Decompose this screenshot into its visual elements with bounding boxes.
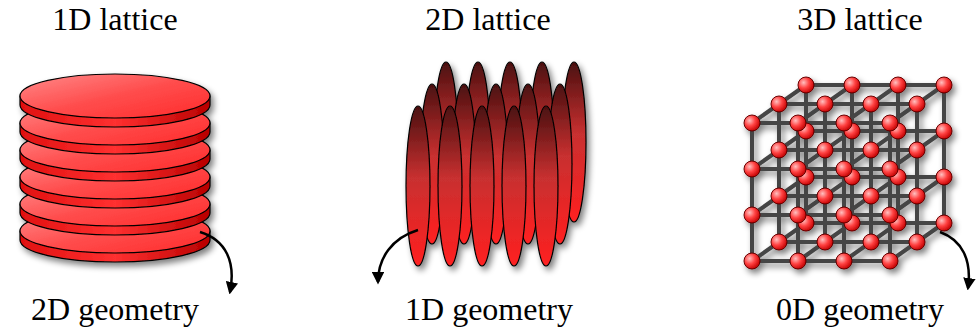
lattice-site	[863, 96, 879, 112]
lattice-site	[790, 207, 806, 223]
lattice-site	[836, 253, 852, 269]
tube	[502, 106, 526, 266]
lattice-site	[863, 234, 879, 250]
caption-label: 1D geometry	[405, 293, 573, 325]
lattice-site	[882, 115, 898, 131]
lattice-site	[882, 253, 898, 269]
lattice-site	[817, 234, 833, 250]
lattice-site	[844, 77, 860, 93]
lattice-site	[936, 169, 952, 185]
lattice-site	[744, 253, 760, 269]
lattice-site	[863, 188, 879, 204]
caption-label: 1D lattice	[52, 3, 177, 35]
lattice-site	[817, 142, 833, 158]
lattice-site	[744, 207, 760, 223]
lattice-site	[836, 207, 852, 223]
caption-label: 2D geometry	[31, 293, 199, 325]
lattice-site	[882, 207, 898, 223]
caption-label: 3D lattice	[797, 3, 922, 35]
disc	[20, 74, 210, 127]
lattice-site	[771, 234, 787, 250]
lattice-site	[882, 161, 898, 177]
curved-arrow	[940, 232, 969, 288]
tube-array	[406, 62, 586, 266]
lattice-site	[771, 142, 787, 158]
lattice-site	[744, 161, 760, 177]
tube	[406, 106, 430, 266]
lattice-site	[936, 215, 952, 231]
lattice-site	[798, 77, 814, 93]
lattice-site	[771, 188, 787, 204]
lattice-site	[790, 161, 806, 177]
lattice-site	[771, 96, 787, 112]
lattice-site	[890, 77, 906, 93]
lattice-site	[909, 234, 925, 250]
lattice-site	[817, 96, 833, 112]
tube	[470, 106, 494, 266]
lattice-site	[744, 115, 760, 131]
tube	[534, 106, 558, 266]
lattice-site	[790, 253, 806, 269]
caption-label: 2D lattice	[425, 3, 550, 35]
lattice-site	[836, 115, 852, 131]
lattice-site	[909, 188, 925, 204]
disc-top	[20, 74, 210, 118]
disc-stack	[20, 74, 210, 262]
lattice-site	[909, 142, 925, 158]
lattice-site	[936, 77, 952, 93]
cubic-lattice	[744, 77, 952, 269]
lattice-site	[909, 96, 925, 112]
lattice-site	[936, 123, 952, 139]
tube	[438, 106, 462, 266]
curved-arrow	[200, 232, 232, 292]
lattice-site	[836, 161, 852, 177]
caption-label: 0D geometry	[776, 293, 944, 325]
curved-arrow	[378, 230, 418, 282]
lattice-site	[863, 142, 879, 158]
lattice-site	[817, 188, 833, 204]
lattice-site	[790, 115, 806, 131]
